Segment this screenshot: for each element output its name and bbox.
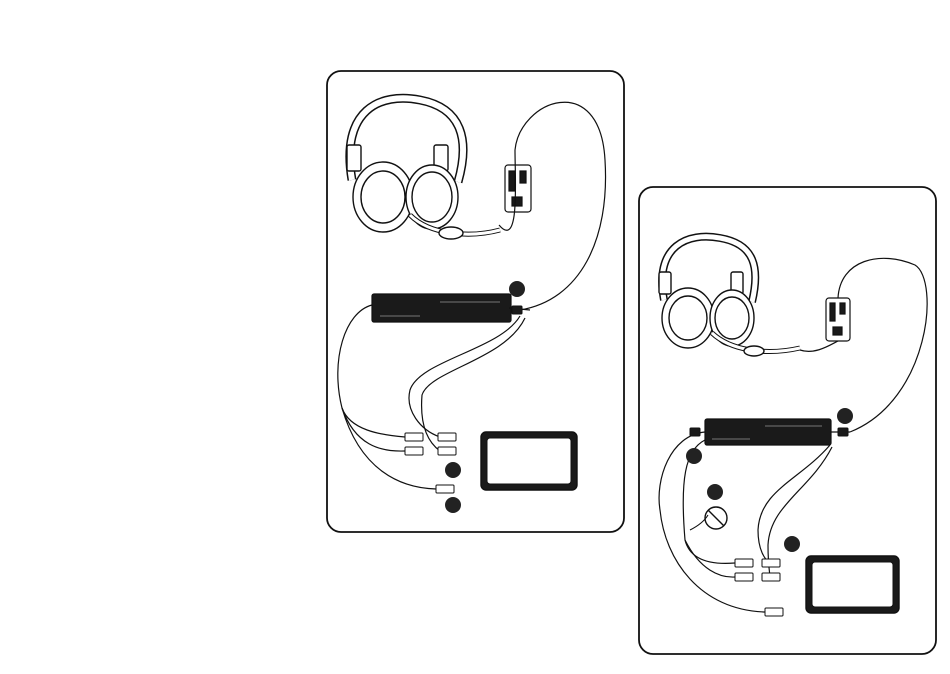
step-marker: [784, 536, 800, 552]
step-marker: [509, 281, 525, 297]
television-icon: [806, 556, 899, 613]
panel-setup-b: [639, 187, 936, 654]
step-marker: [445, 497, 461, 513]
step-marker: [686, 448, 702, 464]
television-icon: [481, 432, 577, 490]
inline-controller-icon: [826, 298, 850, 341]
step-marker: [707, 484, 723, 500]
step-marker: [837, 408, 853, 424]
panel-setup-a: [327, 71, 624, 532]
step-marker: [445, 462, 461, 478]
game-console-icon: [705, 419, 831, 445]
inline-controller-icon: [505, 165, 531, 212]
game-console-icon: [372, 294, 511, 322]
